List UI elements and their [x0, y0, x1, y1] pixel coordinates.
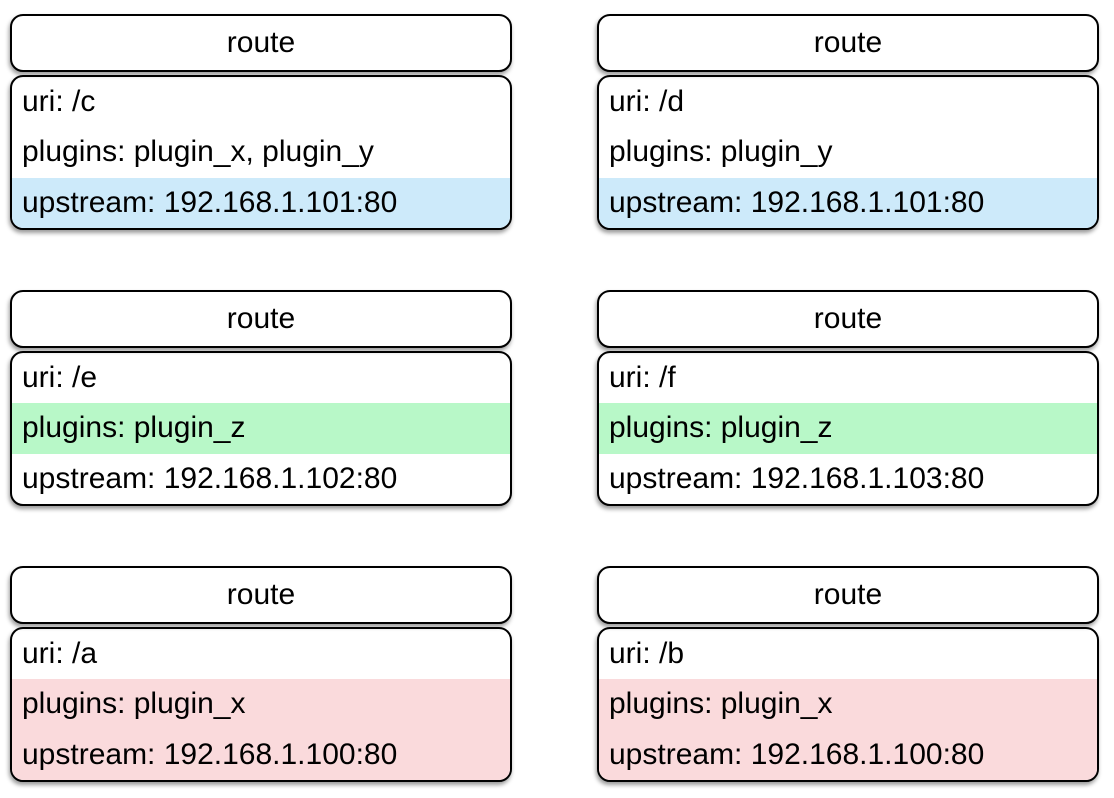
route-attribute-line: upstream: 192.168.1.101:80	[599, 177, 1097, 228]
route-attribute-line: uri: /c	[22, 85, 96, 119]
route-attribute-line: upstream: 192.168.1.103:80	[609, 461, 985, 495]
route-attribute-line: plugins: plugin_y	[609, 135, 833, 169]
route-attribute-line: uri: /e	[22, 361, 98, 395]
route-node-body: uri: /e plugins: plugin_z upstream: 192.16…	[10, 351, 512, 506]
route-node-header: route	[10, 566, 512, 624]
route-attribute-line: plugins: plugin_x	[12, 679, 510, 730]
route-node-header: route	[597, 14, 1099, 72]
route-attribute-line: plugins: plugin_z	[12, 403, 510, 454]
route-attribute-line: uri: /a	[22, 637, 98, 671]
route-node-title: route	[226, 26, 296, 59]
route-attribute-line: uri: /b	[609, 637, 685, 671]
route-node: route uri: /e plugins: plugin_z upstream: …	[10, 290, 512, 506]
route-node-header: route	[597, 290, 1099, 348]
route-node-title: route	[813, 26, 883, 59]
route-attribute-line: uri: /f	[609, 361, 676, 395]
route-node-header: route	[10, 14, 512, 72]
route-attribute-line: plugins: plugin_x	[599, 679, 1097, 730]
route-node-title: route	[813, 302, 883, 335]
route-node-header: route	[10, 290, 512, 348]
route-node: route uri: /d plugins: plugin_y upstream: …	[597, 14, 1099, 230]
route-attribute-line: plugins: plugin_z	[599, 403, 1097, 454]
route-node-body: uri: /f plugins: plugin_z upstream: 192.16…	[597, 351, 1099, 506]
route-attribute-line: upstream: 192.168.1.101:80	[12, 177, 510, 228]
route-node-body: uri: /d plugins: plugin_y upstream: 192.16…	[597, 75, 1099, 230]
route-node-title: route	[226, 578, 296, 611]
route-attribute-line: upstream: 192.168.1.102:80	[22, 461, 398, 495]
route-node-header: route	[597, 566, 1099, 624]
route-node-title: route	[813, 578, 883, 611]
route-node-title: route	[226, 302, 296, 335]
route-attribute-line: upstream: 192.168.1.100:80	[599, 729, 1097, 780]
route-diagram: route uri: /c plugins: plugin_x, plugin_y…	[10, 14, 1099, 782]
route-node: route uri: /c plugins: plugin_x, plugin_y…	[10, 14, 512, 230]
route-node: route uri: /f plugins: plugin_z upstream: …	[597, 290, 1099, 506]
route-attribute-line: plugins: plugin_x, plugin_y	[22, 135, 374, 169]
route-attribute-line: uri: /d	[609, 85, 685, 119]
route-attribute-line: upstream: 192.168.1.100:80	[12, 729, 510, 780]
